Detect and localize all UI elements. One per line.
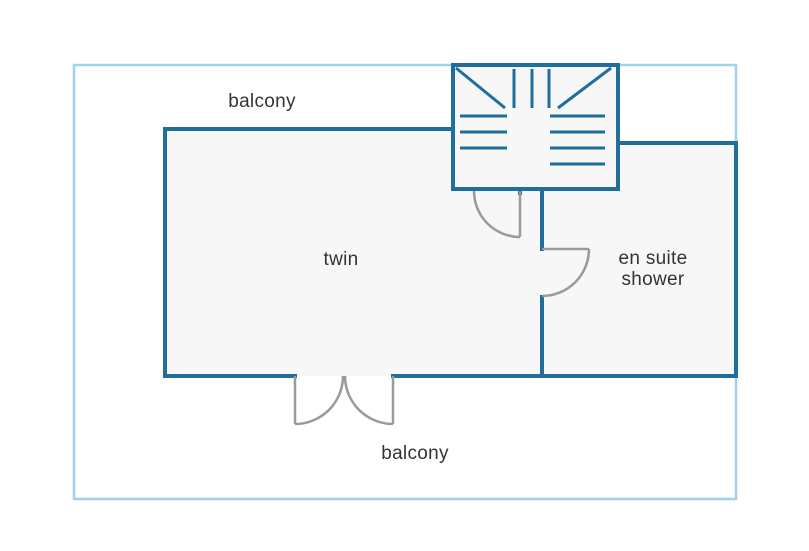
twin-room-label: twin: [324, 249, 359, 270]
stair-landing-floor: [453, 65, 618, 189]
en-suite-door: [541, 247, 591, 298]
en-suite-label-line2: shower: [621, 269, 684, 290]
wall-stair-box: [451, 63, 620, 191]
balcony-french-doors: [293, 375, 395, 426]
stair-diagonal-left: [455, 66, 506, 110]
staircase: [455, 66, 612, 166]
doors: [293, 190, 591, 426]
balcony-bottom-label: balcony: [381, 443, 449, 464]
stair-diagonal-right: [557, 66, 612, 110]
walls: [163, 63, 738, 378]
balcony-top-label: balcony: [228, 91, 296, 112]
en-suite-label-line1: en suite: [619, 248, 688, 269]
stair-door: [472, 190, 522, 239]
